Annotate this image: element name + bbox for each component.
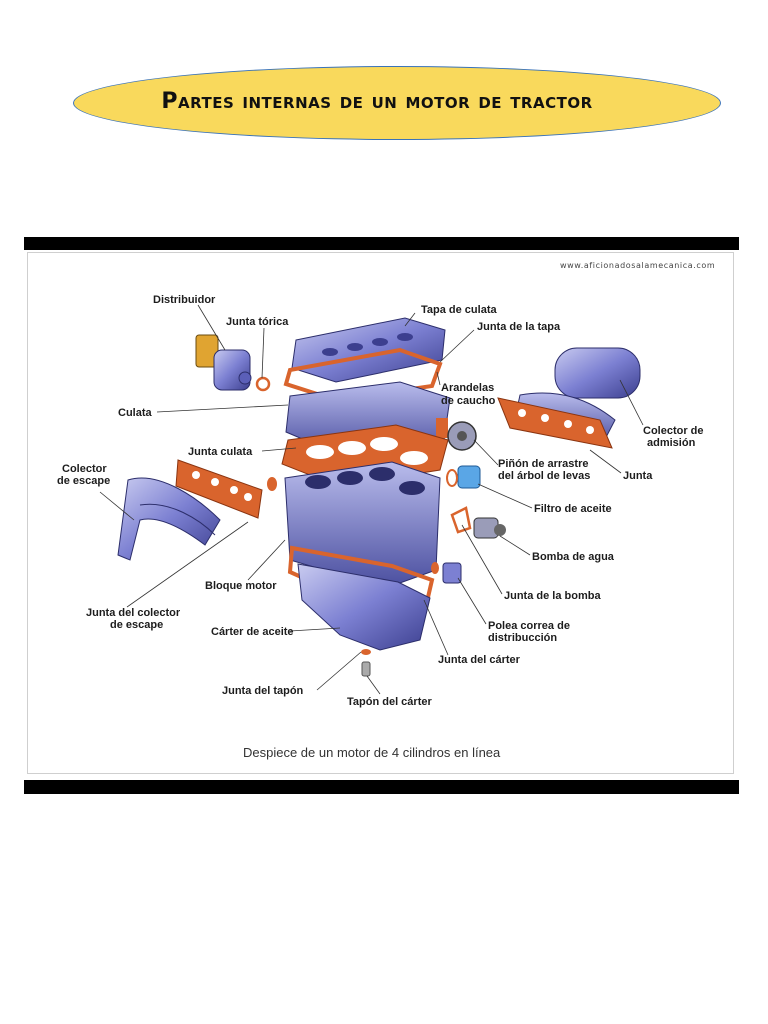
label-carter-aceite: Cárter de aceite — [211, 626, 294, 638]
label-arandelas-line1: Arandelas — [441, 382, 494, 394]
drain-plug-washer-part — [361, 649, 371, 655]
label-colector-escape-line1: Colector — [62, 463, 107, 475]
water-pump-part — [473, 517, 506, 539]
label-junta-bomba: Junta de la bomba — [504, 590, 601, 602]
label-pinon-line2: del árbol de levas — [498, 470, 590, 482]
valve-cover-part — [291, 317, 446, 383]
label-polea-line1: Polea correa de — [488, 620, 570, 632]
label-junta-colector-line2: de escape — [110, 619, 163, 631]
intake-gasket-part — [497, 397, 613, 449]
part-labels: Distribuidor Junta tórica Tapa de culata… — [57, 294, 704, 708]
label-bomba-agua: Bomba de agua — [532, 551, 615, 563]
title-banner: Partes internas de un motor de tractor — [73, 66, 721, 140]
distributor-part — [195, 334, 252, 391]
label-colector-admision-line2: admisión — [647, 437, 696, 449]
label-junta-tapon: Junta del tapón — [222, 685, 304, 697]
oil-filter-part — [457, 465, 481, 489]
label-colector-admision-line1: Colector de — [643, 425, 704, 437]
top-divider-bar — [24, 237, 739, 250]
exhaust-gasket-part — [175, 459, 263, 519]
o-ring-part — [255, 376, 271, 392]
label-distribuidor: Distribuidor — [153, 294, 216, 306]
label-colector-escape-line2: de escape — [57, 475, 110, 487]
label-tapa-culata: Tapa de culata — [421, 304, 497, 316]
label-junta-torica: Junta tórica — [226, 316, 289, 328]
water-pump-gasket-part — [450, 506, 472, 534]
small-gasket-part — [267, 477, 277, 491]
engine-block-part — [284, 461, 441, 589]
camshaft-gear-part — [447, 421, 477, 451]
label-polea-line2: distribucción — [488, 632, 557, 644]
label-junta: Junta — [623, 470, 653, 482]
exhaust-manifold-part — [117, 477, 221, 561]
leader-lines — [99, 304, 644, 695]
label-junta-tapa: Junta de la tapa — [477, 321, 561, 333]
drain-plug-part — [361, 661, 371, 677]
timing-pulley-part — [431, 562, 462, 584]
label-junta-colector-line1: Junta del colector — [86, 607, 181, 619]
label-junta-carter: Junta del cárter — [438, 654, 521, 666]
label-tapon-carter: Tapón del cárter — [347, 696, 432, 708]
label-bloque-motor: Bloque motor — [205, 580, 277, 592]
oil-pan-part — [297, 563, 431, 651]
label-filtro-aceite: Filtro de aceite — [534, 503, 612, 515]
label-junta-culata: Junta culata — [188, 446, 253, 458]
watermark-text: www.aficionadosalamecanica.com — [560, 261, 715, 270]
label-arandelas-line2: de caucho — [441, 395, 496, 407]
page-title: Partes internas de un motor de tractor — [161, 88, 593, 114]
bottom-divider-bar — [24, 780, 739, 794]
label-pinon-line1: Piñón de arrastre — [498, 458, 588, 470]
valve-cover-gasket-part — [283, 347, 443, 403]
label-culata: Culata — [118, 407, 153, 419]
diagram-caption: Despiece de un motor de 4 cilindros en l… — [243, 745, 501, 760]
